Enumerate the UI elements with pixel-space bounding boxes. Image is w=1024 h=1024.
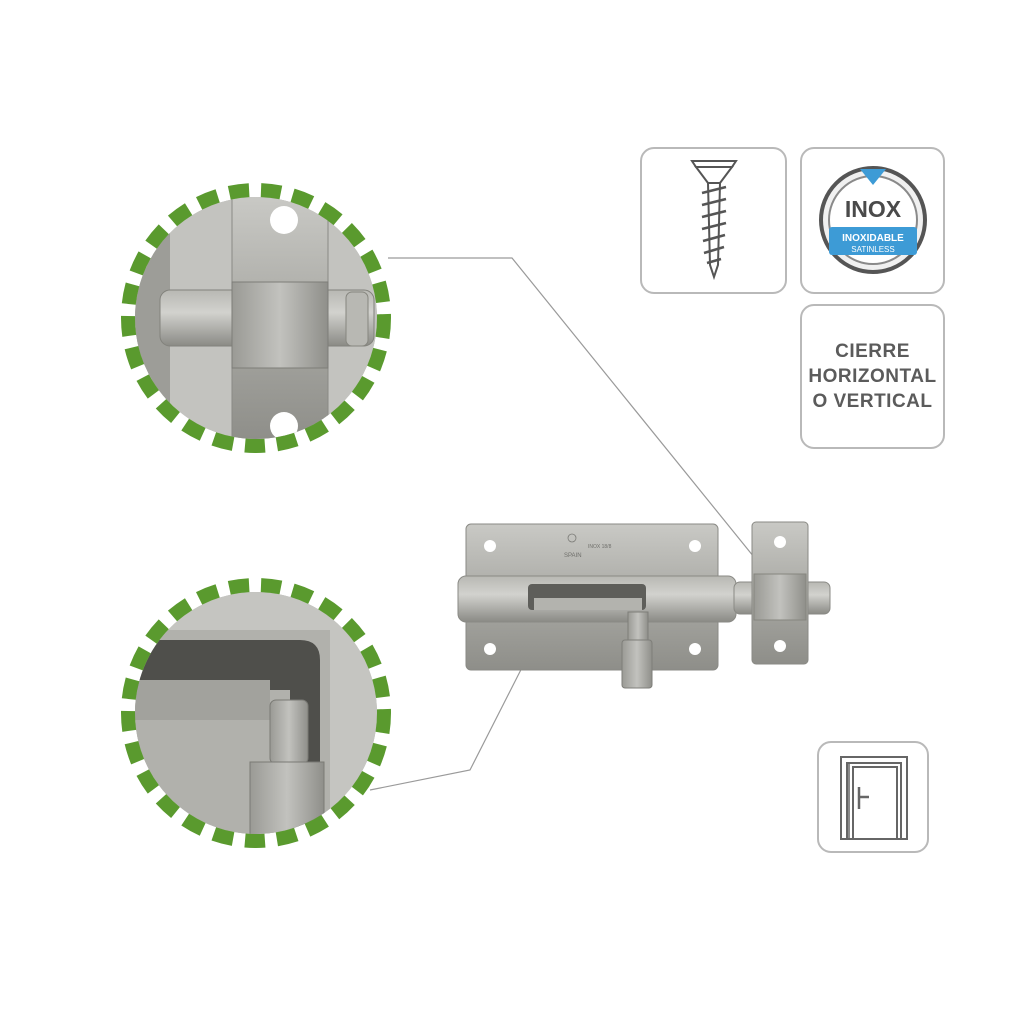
closure-text: CIERRE HORIZONTAL O VERTICAL	[808, 339, 936, 414]
screw-card	[640, 147, 787, 294]
screw-icon	[690, 160, 738, 281]
closure-line-1: CIERRE	[835, 341, 910, 362]
inox-subtitle2: SATINLESS	[851, 245, 894, 254]
engraving-country: SPAIN	[564, 553, 582, 559]
barrel-bolt: SPAIN INOX 18/8	[457, 521, 831, 689]
detail-slot-zoom	[121, 578, 391, 848]
door-icon	[840, 756, 908, 840]
detail-keeper-zoom	[121, 183, 391, 453]
closure-card: CIERRE HORIZONTAL O VERTICAL	[800, 304, 945, 449]
inox-badge-icon: INOX INOXIDABLE SATINLESS	[819, 166, 927, 274]
inox-subtitle: INOXIDABLE	[842, 233, 904, 244]
door-card	[817, 741, 929, 853]
closure-line-2: HORIZONTAL	[808, 366, 937, 387]
engraving-grade: INOX 18/8	[588, 544, 612, 550]
inox-card: INOX INOXIDABLE SATINLESS	[800, 147, 945, 294]
closure-line-3: O VERTICAL	[812, 391, 933, 412]
inox-title: INOX	[845, 196, 902, 222]
connector-lines	[369, 257, 759, 791]
